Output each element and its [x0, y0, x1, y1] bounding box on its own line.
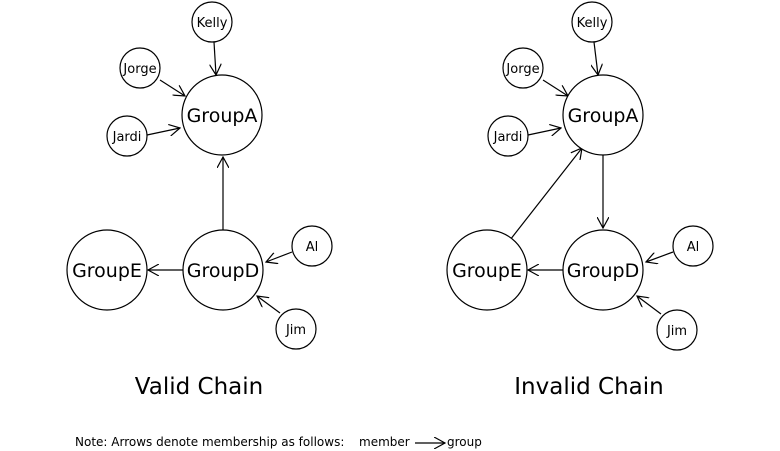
legend-note-text: Note: Arrows denote membership as follow… [75, 435, 344, 449]
member-label-al: Al [687, 240, 700, 255]
member-label-jardi: Jardi [112, 130, 142, 145]
member-node-jorge: Jorge [502, 47, 544, 89]
legend-note: Note: Arrows denote membership as follow… [75, 435, 482, 449]
member-label-jorge: Jorge [505, 62, 539, 77]
member-label-kelly: Kelly [577, 16, 608, 31]
member-node-jardi: Jardi [106, 115, 148, 157]
invalid-chain-title: Invalid Chain [514, 374, 663, 400]
legend-member-label: member [359, 435, 410, 449]
valid-chain-diagram: Kelly Jorge Jardi Al Jim GroupA GroupD [66, 1, 333, 400]
group-node-groupd: GroupD [182, 229, 264, 311]
edge-jardi-to-groupa [527, 128, 561, 135]
legend-group-label: group [447, 435, 482, 449]
edge-groupe-to-groupa [509, 148, 582, 241]
member-node-jim: Jim [656, 309, 698, 351]
member-node-al: Al [291, 225, 333, 267]
group-node-groupa: GroupA [181, 74, 263, 156]
edge-al-to-groupd [266, 251, 293, 262]
group-label-groupd: GroupD [187, 260, 259, 282]
edge-jim-to-groupd [637, 296, 662, 315]
group-label-groupe: GroupE [452, 260, 522, 282]
member-node-jorge: Jorge [119, 47, 161, 89]
edge-kelly-to-groupa [594, 41, 598, 75]
member-node-jardi: Jardi [487, 115, 529, 157]
member-node-kelly: Kelly [191, 1, 233, 43]
member-label-jardi: Jardi [493, 130, 523, 145]
group-node-groupa: GroupA [562, 74, 644, 156]
group-label-groupa: GroupA [568, 105, 639, 127]
group-label-groupe: GroupE [72, 260, 142, 282]
member-label-jorge: Jorge [122, 62, 156, 77]
valid-chain-title: Valid Chain [135, 374, 263, 400]
member-label-al: Al [306, 240, 319, 255]
member-label-kelly: Kelly [197, 16, 228, 31]
member-node-al: Al [672, 225, 714, 267]
member-label-jim: Jim [666, 324, 687, 339]
edge-kelly-to-groupa [214, 41, 216, 75]
edge-jardi-to-groupa [146, 128, 180, 135]
group-node-groupe: GroupE [66, 229, 148, 311]
group-node-groupe: GroupE [446, 229, 528, 311]
member-label-jim: Jim [285, 323, 306, 338]
edge-jorge-to-groupa [159, 79, 185, 96]
group-label-groupd: GroupD [567, 260, 639, 282]
group-label-groupa: GroupA [187, 105, 258, 127]
member-node-jim: Jim [275, 308, 317, 350]
edge-al-to-groupd [646, 251, 674, 262]
group-node-groupd: GroupD [562, 229, 644, 311]
edge-jorge-to-groupa [542, 79, 568, 96]
member-node-kelly: Kelly [571, 1, 613, 43]
edge-jim-to-groupd [257, 296, 281, 314]
invalid-chain-diagram: Kelly Jorge Jardi Al Jim GroupA GroupD [446, 1, 714, 400]
